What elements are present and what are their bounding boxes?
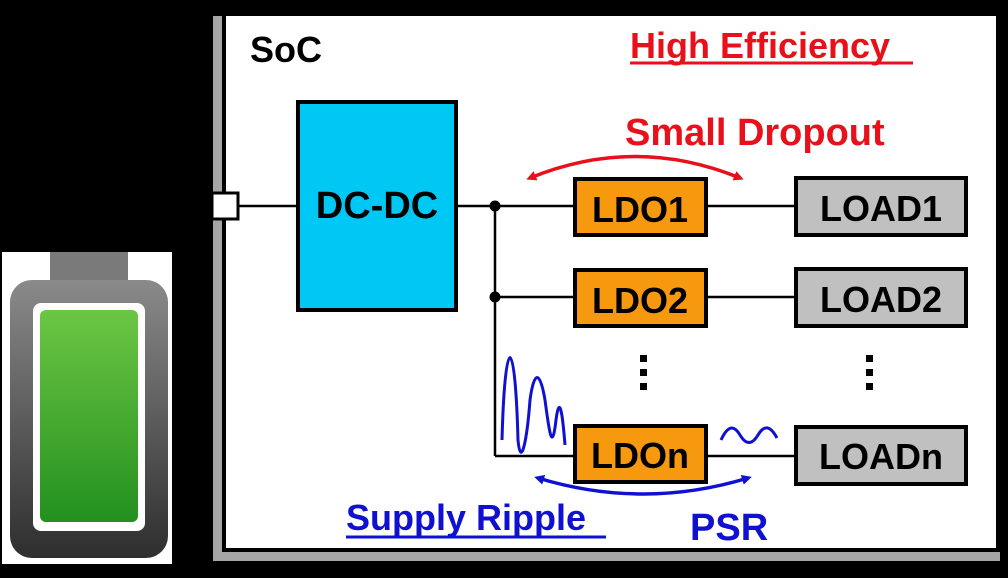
battery-charge-level (40, 310, 138, 522)
load-label: LOAD2 (820, 279, 942, 320)
psr-double-arrow-icon (534, 474, 752, 496)
load-block-n: LOADn (794, 425, 968, 486)
soc-title: SoC (250, 29, 322, 70)
junction-dot-1 (489, 200, 501, 212)
dropout-double-arrow-icon (526, 154, 744, 181)
ldo-label: LDO2 (592, 280, 688, 321)
load-label: LOADn (819, 436, 943, 477)
high-efficiency-label: High Efficiency (630, 25, 890, 66)
load-box (794, 425, 968, 486)
battery-terminal (50, 252, 128, 284)
battery-icon (2, 252, 172, 564)
load-label: LOAD1 (820, 188, 942, 229)
ldo-block-2: LDO2 (573, 268, 708, 328)
small-ripple-wave-icon (719, 426, 779, 444)
load-block-2: LOAD2 (794, 267, 968, 328)
ldo-box (573, 177, 708, 237)
ldo-label: LDOn (591, 435, 689, 476)
dcdc-block: DC-DC (296, 100, 458, 312)
load-box (794, 176, 968, 237)
psr-label: PSR (690, 507, 768, 549)
load-box (794, 267, 968, 328)
junction-dot-2 (489, 291, 501, 303)
input-pad (210, 191, 240, 221)
load-block-1: LOAD1 (794, 176, 968, 237)
load-ellipsis-icon (866, 355, 873, 390)
dcdc-label: DC-DC (316, 185, 438, 227)
ldo-label: LDO1 (592, 189, 688, 230)
ldo-block-1: LDO1 (573, 177, 708, 237)
large-ripple-wave-icon (500, 356, 567, 454)
ldo-box (573, 268, 708, 328)
small-dropout-label: Small Dropout (625, 112, 885, 154)
ldo-ellipsis-icon (640, 355, 647, 390)
supply-ripple-label: Supply Ripple (346, 497, 586, 538)
ldo-block-n: LDOn (573, 424, 708, 484)
